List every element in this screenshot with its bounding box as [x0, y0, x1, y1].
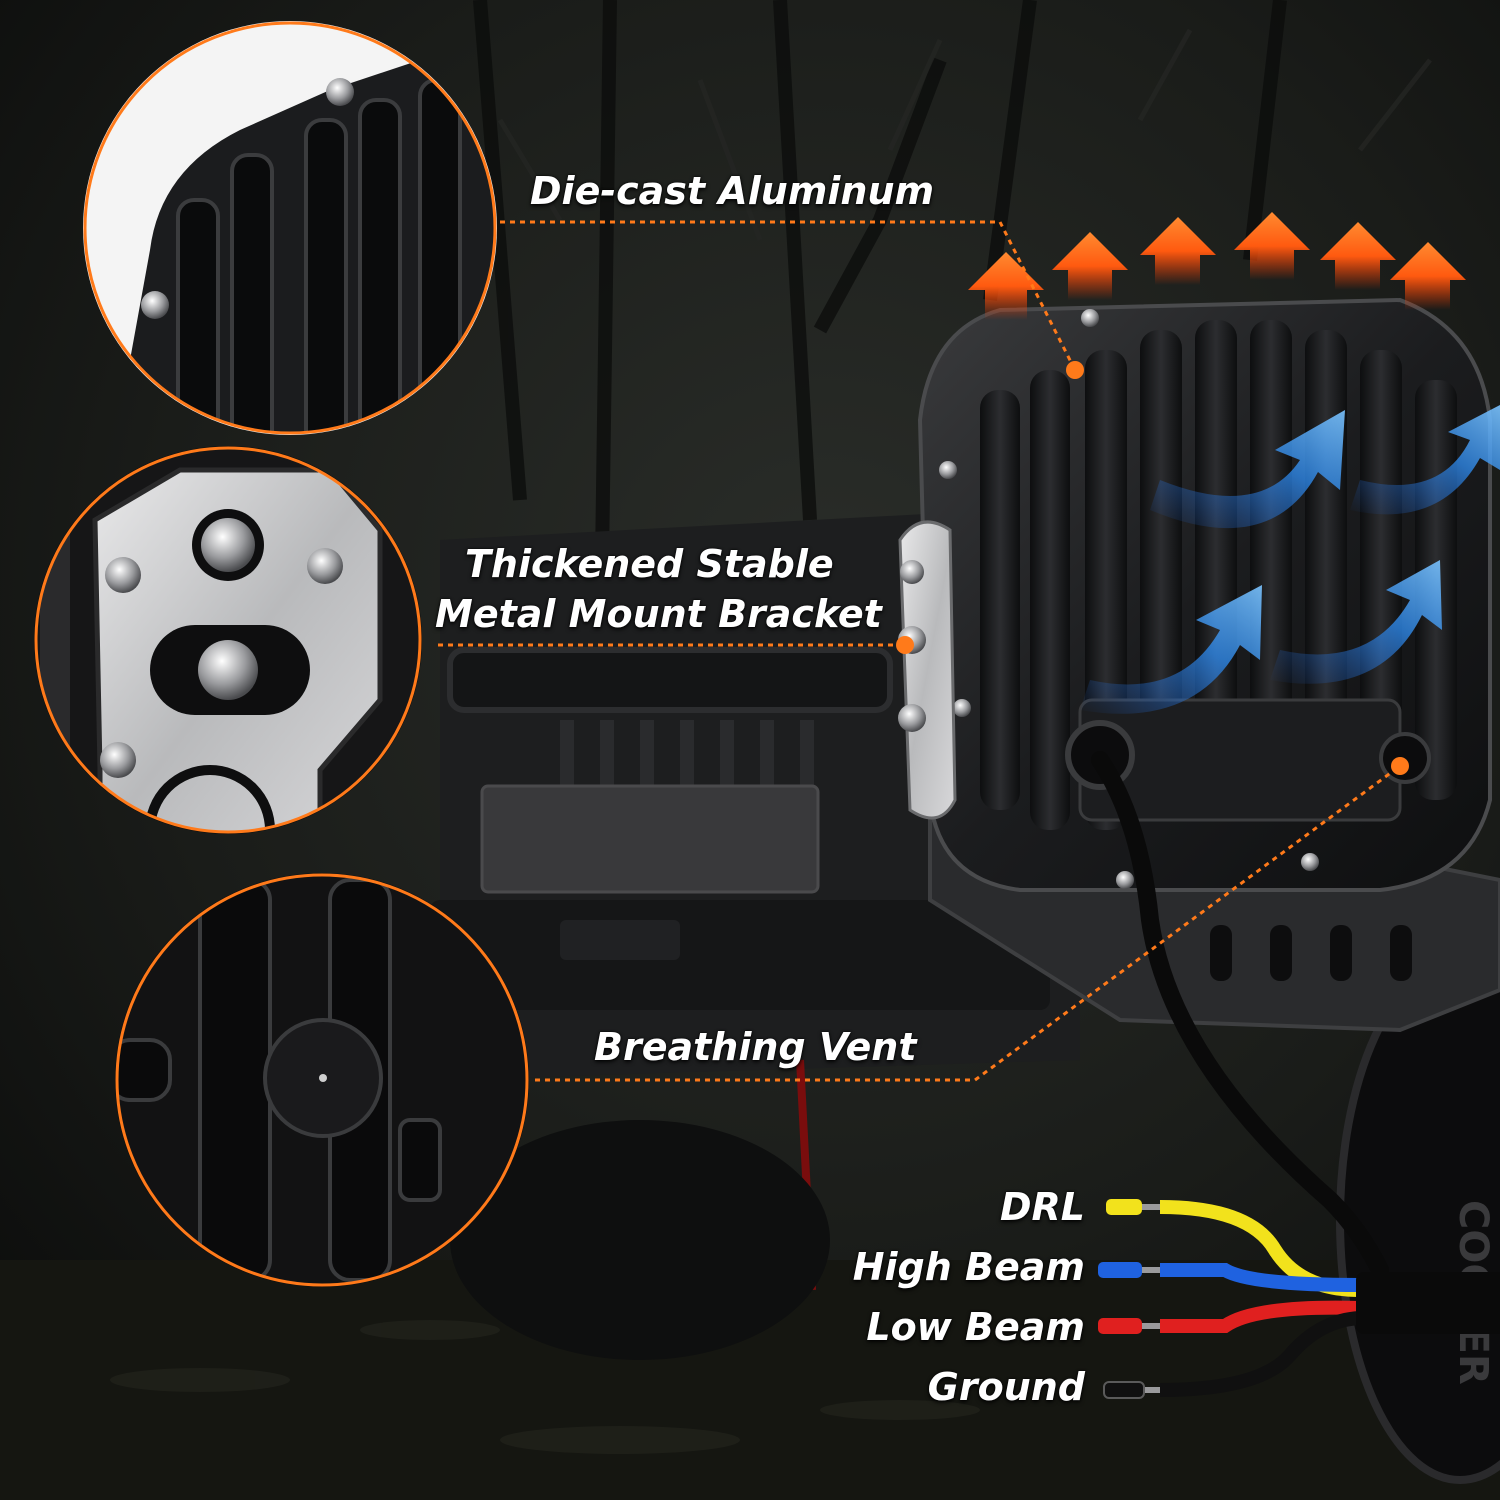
wire-label-drl: DRL [999, 1185, 1085, 1229]
wire-label-high-beam: High Beam [852, 1245, 1085, 1289]
breathing-vent-label: Breathing Vent [594, 1025, 917, 1069]
wire-label-low-beam: Low Beam [866, 1305, 1085, 1349]
die-cast-aluminum-label: Die-cast Aluminum [530, 169, 935, 213]
mount-bracket-label-line2: Metal Mount Bracket [435, 592, 882, 636]
wire-label-ground: Ground [927, 1365, 1085, 1409]
mount-bracket-label-line1: Thickened Stable [465, 542, 834, 586]
